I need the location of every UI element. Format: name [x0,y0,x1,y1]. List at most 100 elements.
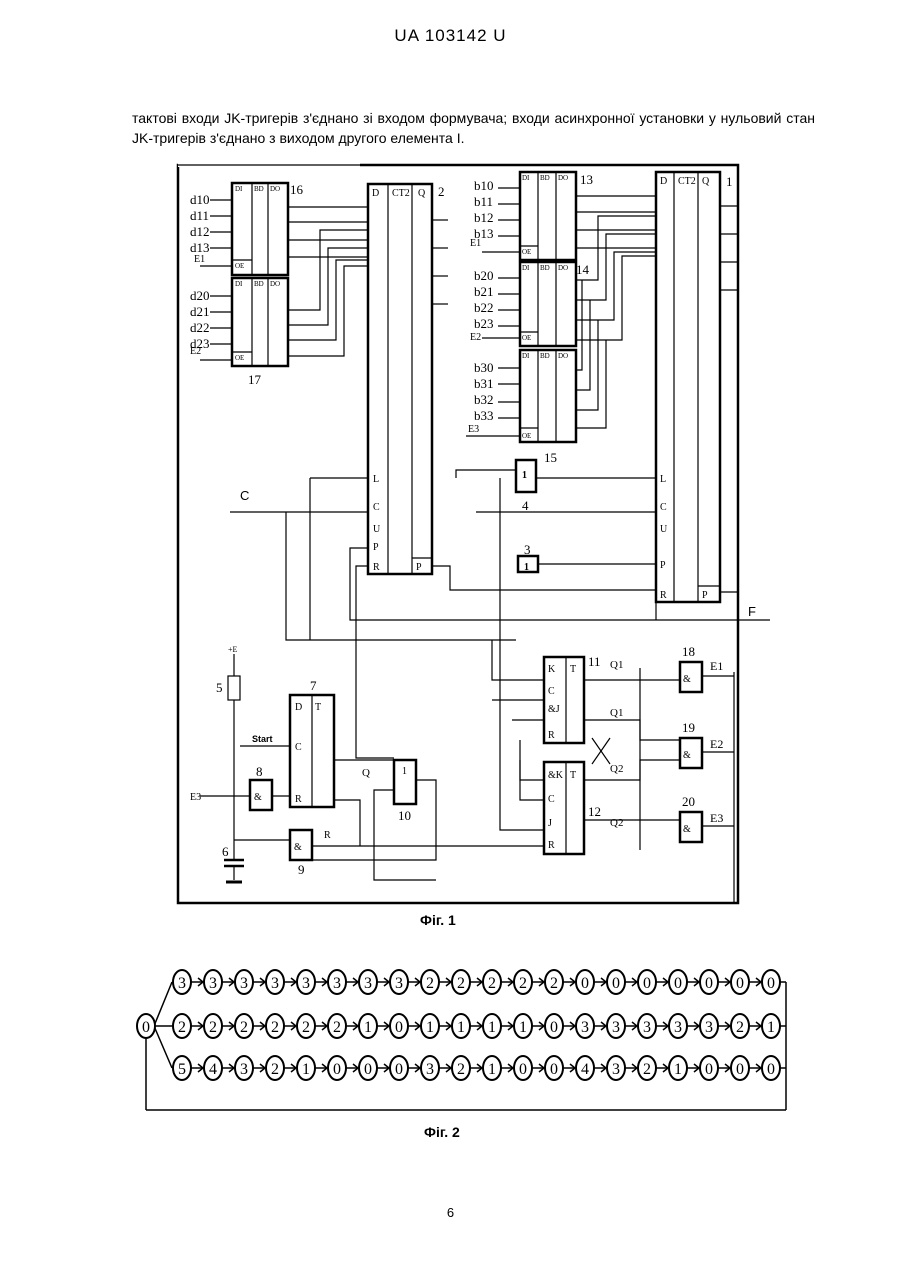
figure-2-caption: Фіг. 2 [424,1124,460,1140]
svg-text:Q1: Q1 [610,659,623,671]
svg-text:3: 3 [333,975,341,992]
state-node: 0 [545,1014,563,1038]
svg-text:R: R [660,590,667,601]
svg-text:P: P [660,560,666,571]
svg-text:1: 1 [519,1019,527,1036]
svg-text:d22: d22 [190,320,210,335]
svg-text:1: 1 [767,1019,775,1036]
svg-text:DI: DI [235,185,243,193]
svg-text:L: L [373,474,379,485]
svg-text:15: 15 [544,450,557,465]
state-node: 1 [359,1014,377,1038]
svg-text:DI: DI [235,280,243,288]
svg-text:3: 3 [302,975,310,992]
svg-text:E1: E1 [194,254,205,265]
state-node: 1 [297,1056,315,1080]
svg-text:C: C [240,488,249,503]
svg-text:CT2: CT2 [392,188,410,199]
svg-text:D: D [295,702,302,713]
svg-text:R: R [373,562,380,573]
svg-text:&K: &K [548,770,564,781]
svg-text:13: 13 [580,172,593,187]
svg-text:b11: b11 [474,194,493,209]
svg-text:C: C [548,686,555,697]
svg-text:&: & [683,824,691,835]
svg-text:3: 3 [426,1061,434,1078]
state-node: 2 [173,1014,191,1038]
svg-text:3: 3 [524,542,531,557]
svg-text:DO: DO [558,352,568,360]
state-node: 2 [266,1014,284,1038]
svg-text:1: 1 [488,1019,496,1036]
svg-text:14: 14 [576,262,590,277]
svg-text:&: & [294,842,302,853]
svg-text:3: 3 [395,975,403,992]
svg-text:b20: b20 [474,268,494,283]
svg-text:8: 8 [256,764,263,779]
page-number: 6 [0,1205,901,1220]
svg-text:2: 2 [209,1019,217,1036]
state-node: 2 [638,1056,656,1080]
svg-text:b32: b32 [474,392,494,407]
svg-text:E3: E3 [190,792,201,803]
svg-text:DO: DO [270,280,280,288]
svg-text:0: 0 [736,1061,744,1078]
svg-text:2: 2 [271,1019,279,1036]
state-node: 3 [700,1014,718,1038]
state-node: 0 [390,1056,408,1080]
svg-text:3: 3 [240,1061,248,1078]
svg-text:E1: E1 [470,238,481,249]
svg-text:b30: b30 [474,360,494,375]
state-node: 2 [545,970,563,994]
svg-text:0: 0 [142,1019,150,1036]
svg-text:b10: b10 [474,178,494,193]
state-node: 3 [266,970,284,994]
svg-text:1: 1 [524,562,529,573]
state-node: 1 [762,1014,780,1038]
svg-text:D: D [372,188,379,199]
svg-text:b33: b33 [474,408,494,423]
svg-text:19: 19 [682,720,695,735]
svg-text:J: J [548,818,552,829]
svg-text:1: 1 [674,1061,682,1078]
svg-text:OE: OE [235,262,244,270]
state-node: 0 [762,1056,780,1080]
svg-text:DO: DO [270,185,280,193]
svg-text:2: 2 [550,975,558,992]
state-node: 0 [638,970,656,994]
svg-text:d12: d12 [190,224,210,239]
svg-text:Q2: Q2 [610,763,623,775]
state-node: 0 [607,970,625,994]
state-node: 4 [576,1056,594,1080]
svg-text:2: 2 [643,1061,651,1078]
svg-text:2: 2 [736,1019,744,1036]
svg-text:11: 11 [588,654,601,669]
svg-text:d21: d21 [190,304,210,319]
state-node: 0 [390,1014,408,1038]
svg-text:0: 0 [550,1019,558,1036]
state-node: 2 [514,970,532,994]
svg-text:6: 6 [222,844,229,859]
state-node: 0 [576,970,594,994]
state-node: 0 [731,970,749,994]
svg-text:E2: E2 [710,737,723,751]
state-node: 1 [483,1056,501,1080]
svg-text:2: 2 [438,184,445,199]
svg-text:d20: d20 [190,288,210,303]
svg-text:b12: b12 [474,210,494,225]
svg-text:0: 0 [395,1061,403,1078]
svg-text:P: P [702,590,708,601]
svg-text:9: 9 [298,862,305,877]
svg-text:3: 3 [209,975,217,992]
state-node: 0 [731,1056,749,1080]
svg-text:0: 0 [550,1061,558,1078]
svg-text:2: 2 [271,1061,279,1078]
svg-text:E3: E3 [468,424,479,435]
body-paragraph: тактові входи JK-тригерів з'єднано зі вх… [132,108,815,148]
state-node: 2 [421,970,439,994]
svg-text:b21: b21 [474,284,494,299]
state-node: 3 [297,970,315,994]
svg-text:5: 5 [178,1061,186,1078]
svg-text:R: R [295,794,302,805]
svg-text:2: 2 [240,1019,248,1036]
